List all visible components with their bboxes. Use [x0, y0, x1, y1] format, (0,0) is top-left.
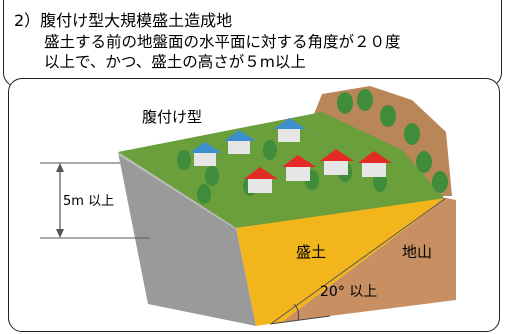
house-red: [282, 155, 316, 181]
tree: [197, 184, 211, 204]
tree-group-hill: [337, 89, 448, 193]
ground-label: 地山: [402, 243, 432, 261]
ground-face: [282, 198, 456, 322]
tree: [263, 140, 277, 160]
fill-wedge: [236, 198, 446, 326]
wall-top-edge: [118, 152, 240, 232]
house-blue: [224, 130, 256, 154]
section-title: 2）腹付け型大規模盛土造成地: [14, 11, 233, 30]
tree: [380, 105, 396, 127]
slope-boundary-line: [271, 197, 447, 324]
type-label: 腹付け型: [142, 108, 202, 126]
house-red: [358, 151, 392, 177]
tree: [177, 150, 191, 170]
header-frame: [3, 0, 502, 87]
angle-arc: [293, 303, 299, 321]
tree: [416, 151, 432, 173]
house-red: [320, 149, 354, 175]
condition-line-1: 盛土する前の地盤面の水平面に対する角度が２０度: [44, 33, 401, 51]
condition-line-2: 以上で、かつ、盛土の高さが５m以上: [44, 53, 306, 71]
tree: [205, 166, 219, 186]
house-red: [244, 167, 278, 193]
angle-baseline: [269, 315, 331, 325]
height-label: 5m 以上: [63, 194, 114, 209]
house-blue: [274, 118, 306, 142]
tree: [432, 171, 448, 193]
house-blue: [190, 142, 222, 166]
fill-label: 盛土: [296, 243, 326, 261]
tree: [337, 92, 353, 114]
height-arrow-down: [56, 229, 64, 238]
height-arrow-up: [56, 163, 64, 172]
retaining-wall: [118, 152, 256, 326]
angle-label: 20° 以上: [320, 284, 377, 300]
tree: [404, 123, 420, 145]
tree: [357, 89, 373, 111]
